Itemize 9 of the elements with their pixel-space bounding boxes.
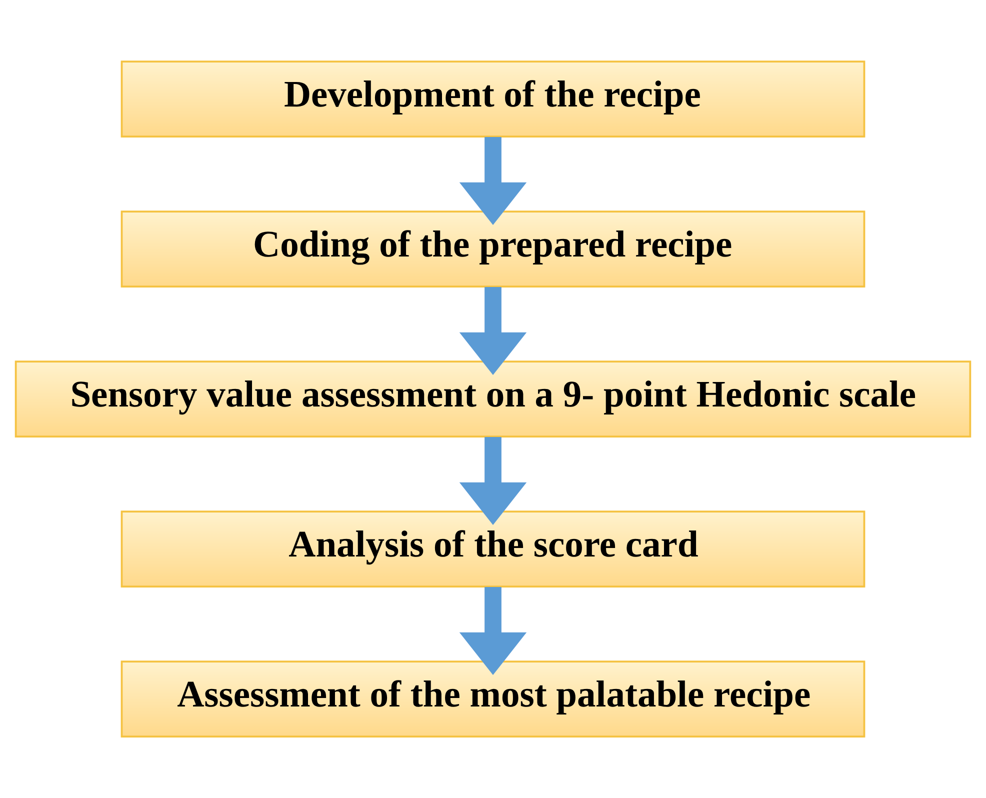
arrow xyxy=(459,137,527,226)
node-box: Development of the recipe xyxy=(120,60,866,138)
node-box: Sensory value assessment on a 9- point Hedonic scale xyxy=(14,360,972,438)
node-box: Assessment of the most palatable recipe xyxy=(120,660,866,738)
node-box: Coding of the prepared recipe xyxy=(120,210,866,288)
arrow xyxy=(459,437,527,526)
arrow xyxy=(459,287,527,376)
node-box: Analysis of the score card xyxy=(120,510,866,588)
arrow xyxy=(459,587,527,676)
